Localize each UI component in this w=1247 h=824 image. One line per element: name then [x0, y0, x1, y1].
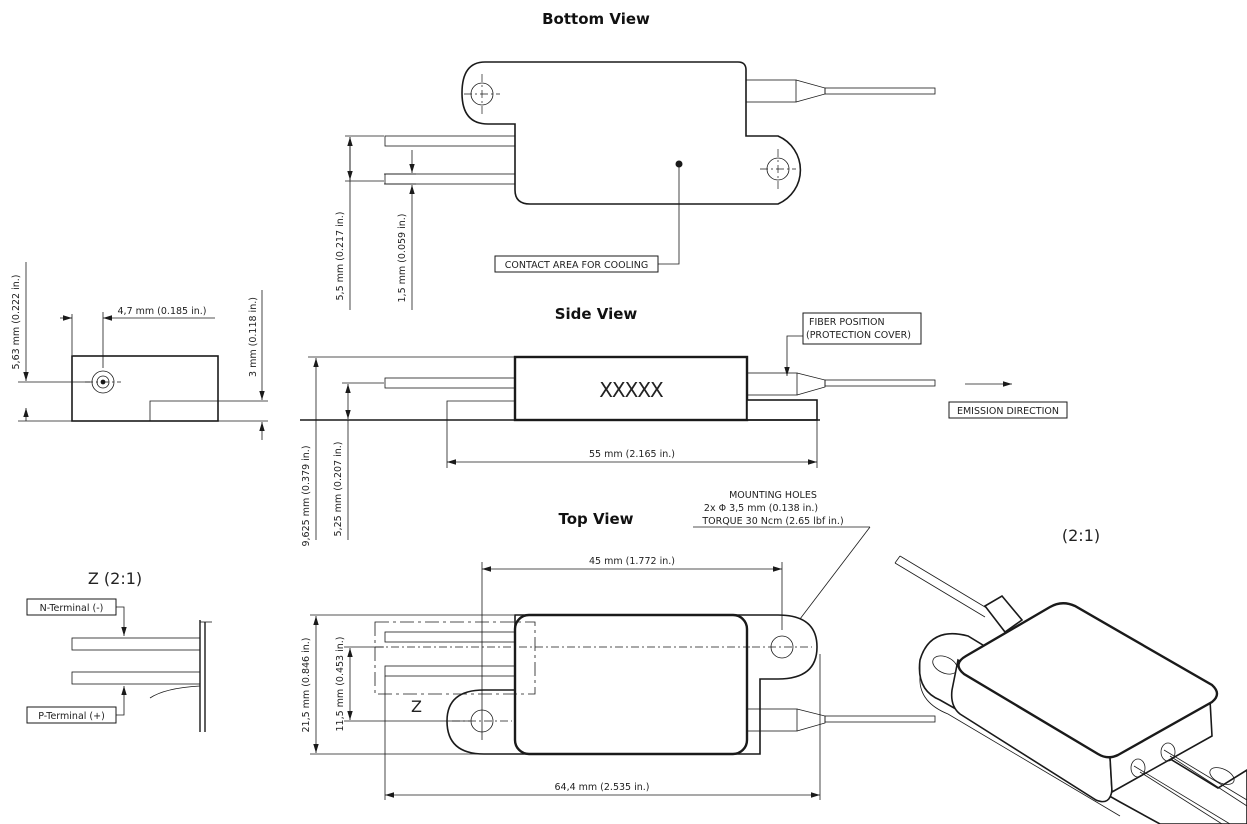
- top-view: Top View MOUNTING HOLES 2x Φ 3,5 mm (0.1…: [301, 490, 936, 800]
- bottom-view-housing: [461, 61, 802, 205]
- p-terminal-callout: [26, 706, 117, 724]
- dim-side-length-label: 55 mm (2.165 in.): [589, 449, 675, 460]
- bottom-fiber-ferrule: [745, 79, 797, 103]
- bottom-view-title: Bottom View: [542, 10, 650, 28]
- detail-z-marker: Z: [411, 697, 422, 716]
- bottom-view: Bottom View CONTACT AREA FOR COOLING 5,5…: [335, 10, 936, 310]
- detail-z: Z (2:1) N-Terminal (-) P-Terminal (+): [26, 569, 212, 732]
- iso-pin-hole-1: [1130, 758, 1146, 778]
- side-view-title: Side View: [555, 305, 638, 323]
- end-view-body: [71, 355, 219, 422]
- side-fiber-ferrule: [746, 372, 798, 396]
- side-view-housing: [513, 355, 749, 422]
- fiber-position-callout: [802, 312, 922, 345]
- iso-pin-2: [1163, 749, 1247, 807]
- iso-hole-right: [1209, 767, 1235, 785]
- end-view: 4,7 mm (0.185 in.) 5,63 mm (0.222 in.) 3…: [11, 262, 268, 440]
- top-fiber: [824, 715, 936, 723]
- p-terminal-label: P-Terminal (+): [38, 711, 105, 722]
- dim-top-hole-pitch-label: 45 mm (1.772 in.): [589, 556, 675, 567]
- contact-area-label: CONTACT AREA FOR COOLING: [505, 260, 648, 271]
- isometric-scale-label: (2:1): [1062, 526, 1100, 545]
- mounting-holes-label-2: 2x Φ 3,5 mm (0.138 in.): [704, 503, 818, 514]
- side-view: Side View XXXXX FIBER POSITION (PROTECTI…: [300, 305, 1068, 547]
- n-terminal-label: N-Terminal (-): [40, 603, 104, 614]
- emission-direction-callout: [948, 401, 1068, 419]
- mounting-holes-label-3: TORQUE 30 Ncm (2.65 lbf in.): [701, 516, 843, 527]
- top-pin-p: [384, 665, 516, 677]
- detail-z-title: Z (2:1): [88, 569, 142, 588]
- dim-end-height-label: 5,63 mm (0.222 in.): [11, 274, 22, 369]
- iso-cover-top: [957, 602, 1219, 759]
- detail-pin-p: [71, 671, 201, 685]
- dim-top-width-label: 21,5 mm (0.846 in.): [301, 637, 312, 732]
- fiber-position-label-1: FIBER POSITION: [809, 317, 885, 328]
- body-marking: XXXXX: [599, 378, 664, 402]
- top-view-cover: [513, 613, 749, 756]
- iso-housing-side: [950, 658, 1113, 803]
- isometric-view: (2:1): [894, 526, 1247, 824]
- iso-fiber-boot: [983, 594, 1024, 634]
- mounting-holes-label-1: MOUNTING HOLES: [729, 490, 817, 501]
- fiber-position-label-2: (PROTECTION COVER): [806, 330, 911, 341]
- side-pin: [384, 377, 516, 389]
- dim-end-step-label: 3 mm (0.118 in.): [248, 297, 259, 377]
- side-fiber: [824, 379, 936, 387]
- dim-top-pin-span-label: 11,5 mm (0.453 in.): [335, 636, 346, 731]
- dim-bottom-pin-pitch-label: 5,5 mm (0.217 in.): [335, 212, 346, 301]
- dim-top-overall-length-label: 64,4 mm (2.535 in.): [554, 782, 649, 793]
- contact-area-callout: [494, 255, 659, 273]
- bottom-pin-p: [384, 173, 516, 185]
- dim-bottom-pin-width-label: 1,5 mm (0.059 in.): [397, 214, 408, 303]
- n-terminal-callout: [26, 598, 117, 616]
- dim-side-height-label: 9,625 mm (0.379 in.): [301, 445, 312, 546]
- dim-side-pin-height-label: 5,25 mm (0.207 in.): [333, 441, 344, 536]
- detail-z-boundary: [374, 621, 536, 695]
- iso-pin-1: [1133, 765, 1231, 824]
- emission-direction-label: EMISSION DIRECTION: [957, 406, 1059, 417]
- bottom-pin-n: [384, 135, 516, 147]
- bottom-fiber: [824, 87, 936, 95]
- top-fiber-ferrule: [746, 708, 798, 732]
- dim-end-width-label: 4,7 mm (0.185 in.): [118, 306, 207, 317]
- detail-pin-n: [71, 637, 201, 651]
- top-view-title: Top View: [558, 510, 633, 528]
- iso-pin-hole-2: [1160, 742, 1176, 762]
- side-view-base-right: [746, 399, 818, 421]
- iso-fiber-rear: [894, 555, 991, 618]
- top-pin-n: [384, 631, 516, 643]
